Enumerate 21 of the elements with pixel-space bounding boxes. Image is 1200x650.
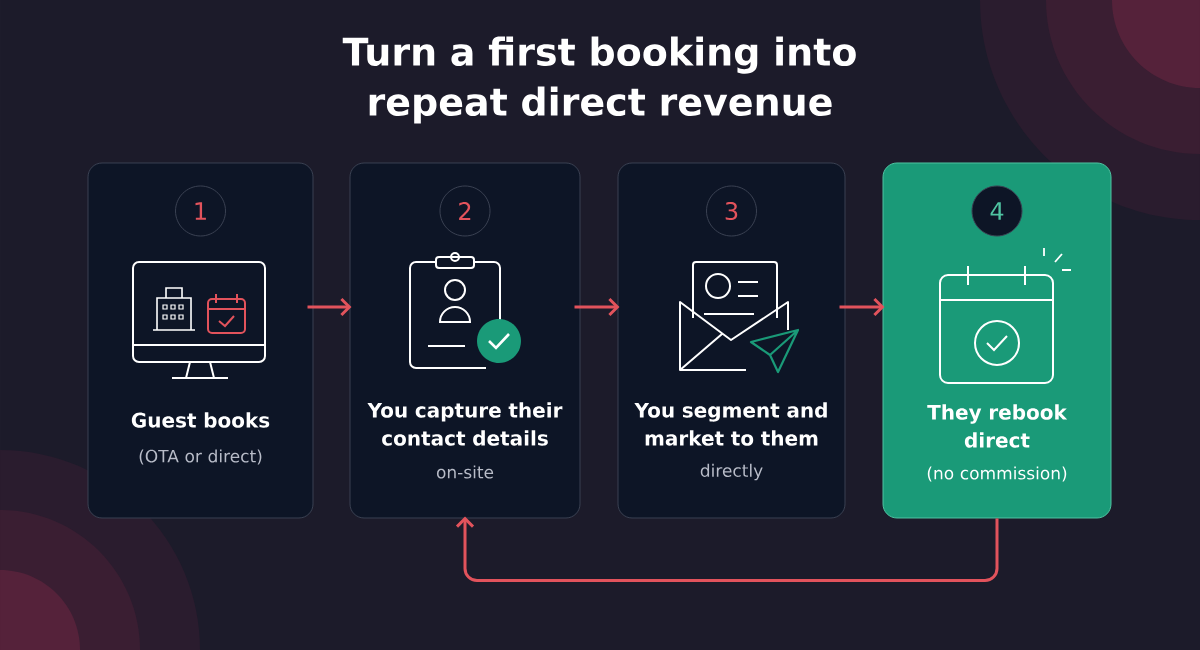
arrow xyxy=(455,516,999,582)
step-card xyxy=(617,162,846,519)
arrow xyxy=(574,297,620,317)
step-note: directly xyxy=(700,463,763,481)
title: Turn a first booking into repeat direct revenue xyxy=(342,36,856,124)
step-card xyxy=(87,162,314,519)
step-heading: You segment and market to them xyxy=(634,402,827,446)
step-card xyxy=(349,162,581,519)
step-note: on-site xyxy=(436,465,494,479)
step-note: (no commission) xyxy=(927,466,1067,482)
step-heading: They rebook direct xyxy=(927,404,1068,448)
arrow xyxy=(307,297,352,317)
step-heading: Guest books xyxy=(131,412,270,428)
step-number: 3 xyxy=(706,185,757,237)
step-number: 4 xyxy=(971,185,1023,237)
step-number: 1 xyxy=(175,185,226,237)
step-card xyxy=(882,162,1112,519)
step-note: (OTA or direct) xyxy=(139,449,262,465)
step-heading: You capture their contact details xyxy=(367,402,563,446)
arrow xyxy=(839,297,885,317)
step-number: 2 xyxy=(439,185,491,237)
